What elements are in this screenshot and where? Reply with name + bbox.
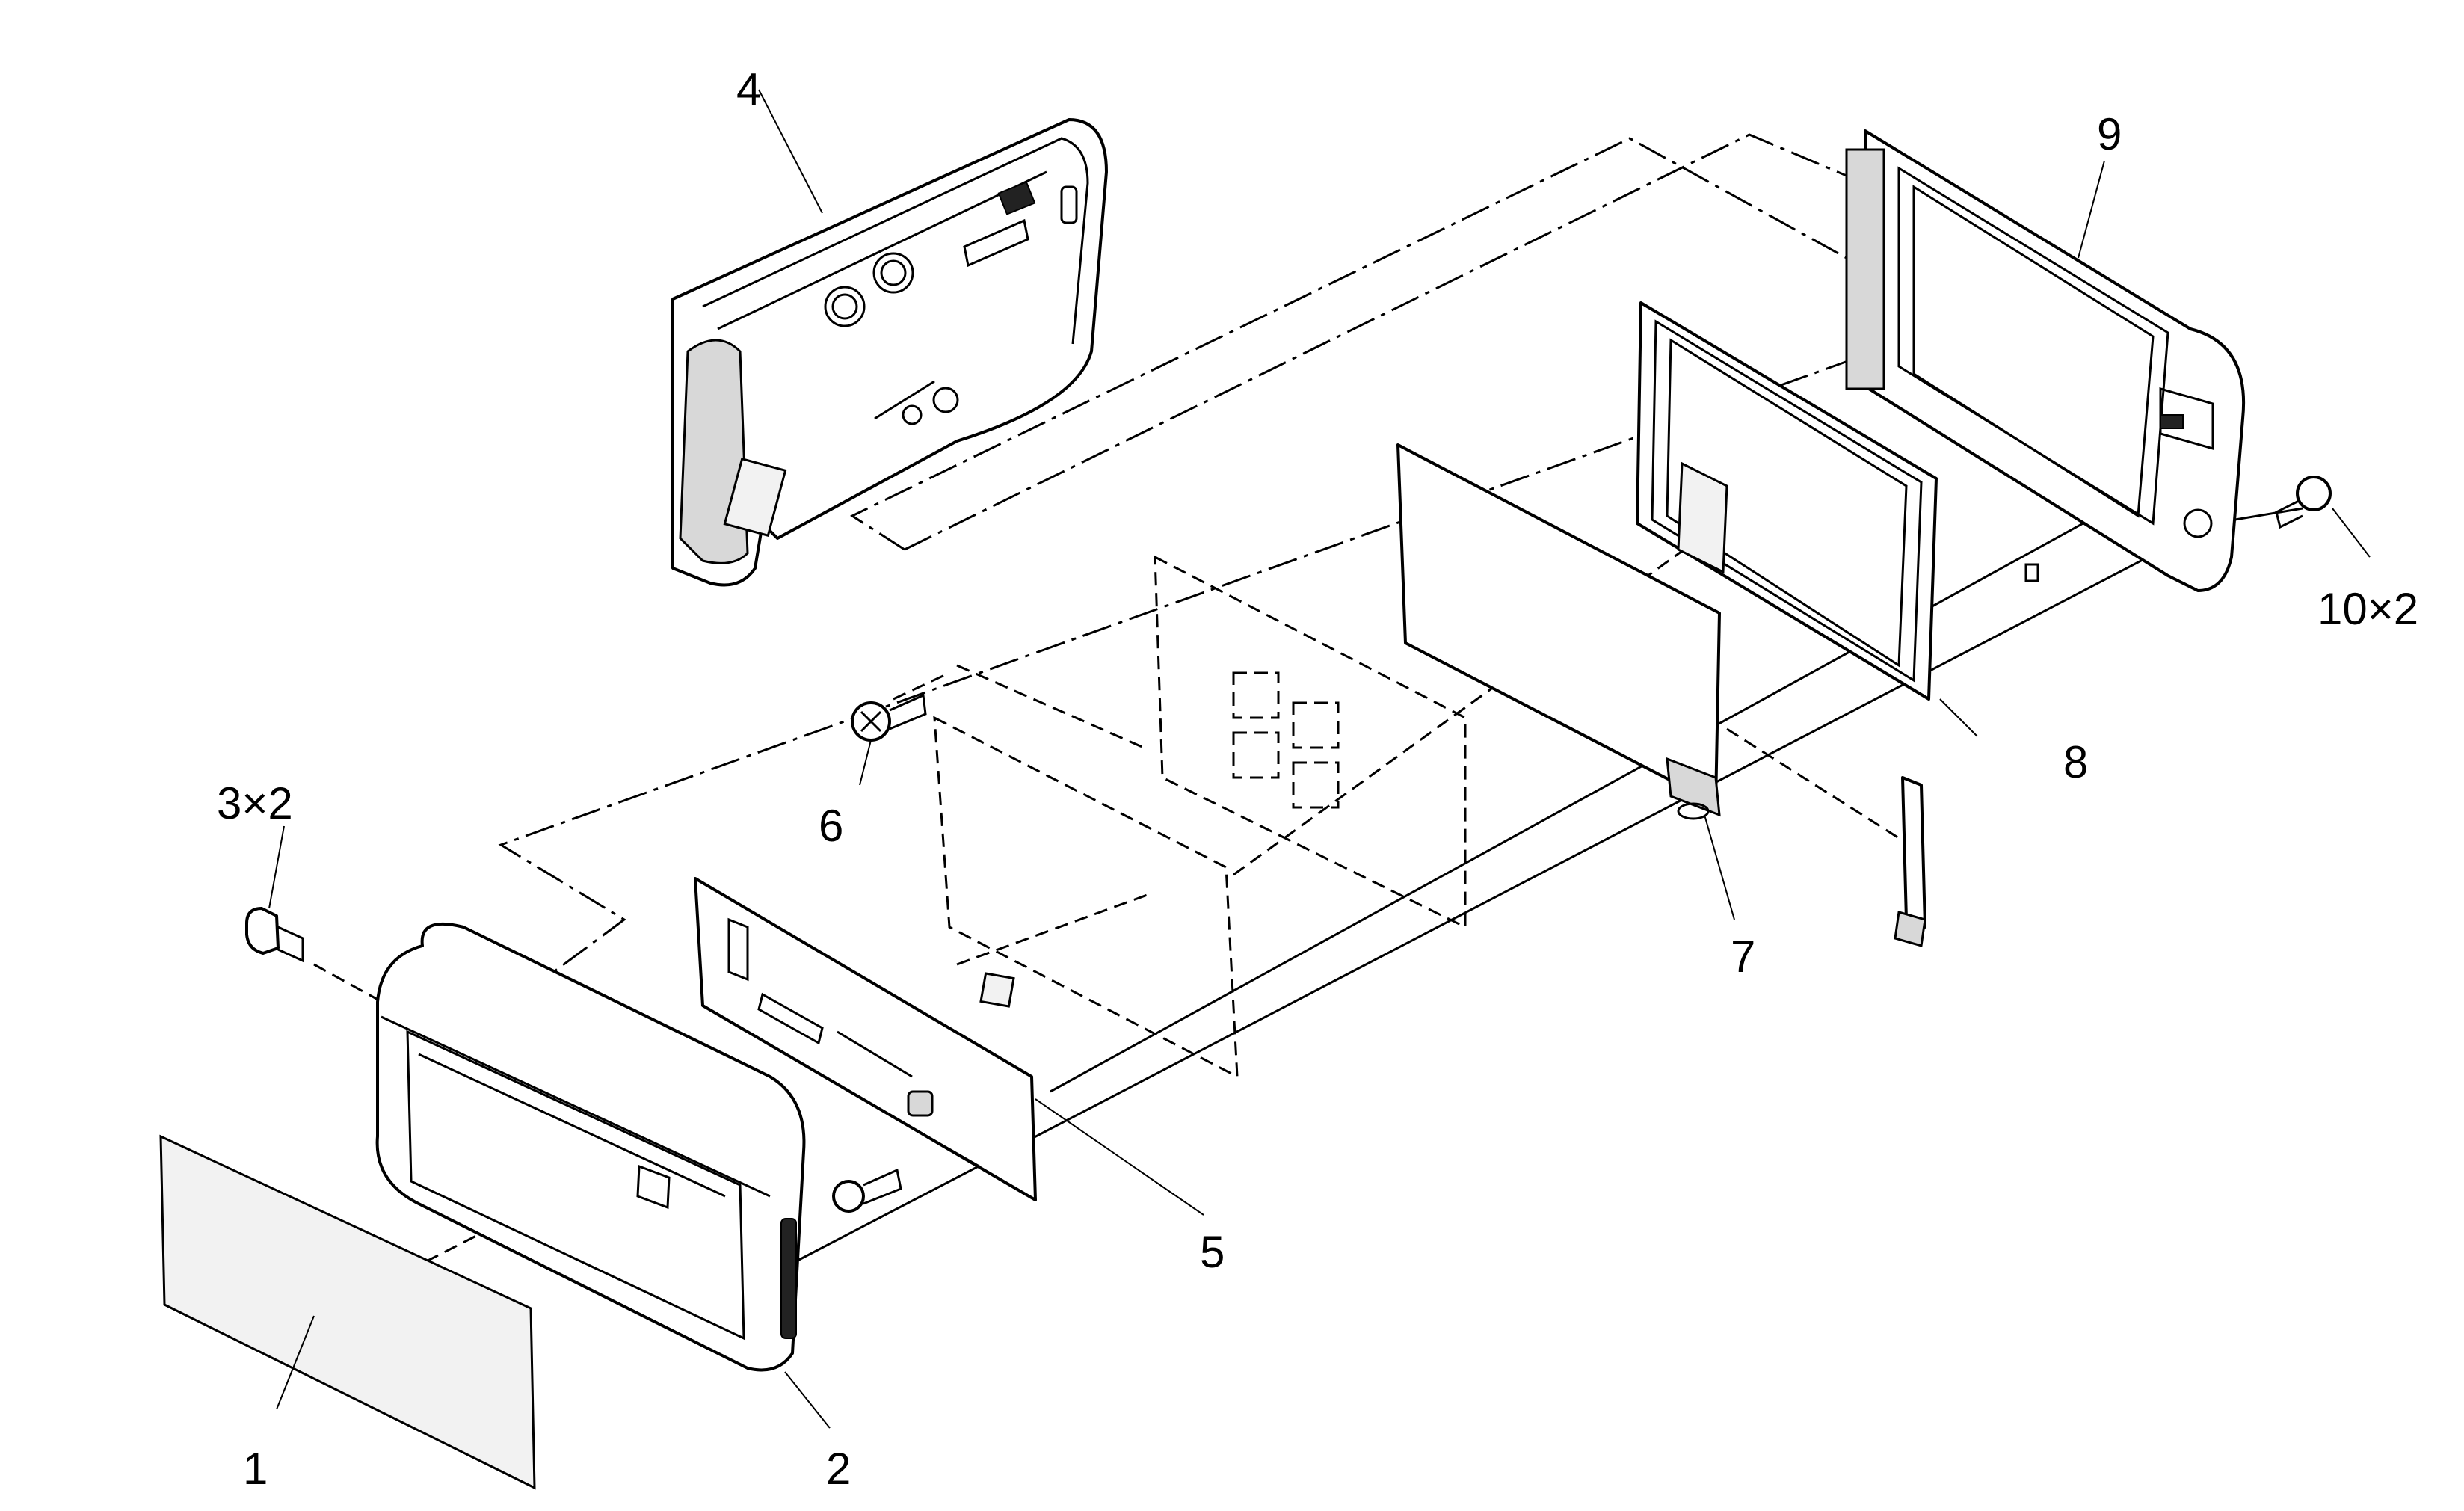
alignment-line-dashed-4 (956, 664, 1145, 749)
flex-frame-part (694, 877, 1037, 1201)
label-part-3: 3×2 (217, 778, 293, 828)
label-part-7: 7 (1731, 932, 1755, 982)
part-labels: 1 2 3×2 4 5 6 7 8 9 10×2 (217, 64, 2418, 1494)
alignment-line-lens (407, 1180, 584, 1272)
protective-film-part (159, 1134, 536, 1490)
screw-6-part (851, 693, 927, 742)
label-part-2: 2 (826, 1444, 851, 1494)
alignment-line-mid (498, 357, 1855, 996)
rear-housing-part (671, 118, 1108, 587)
label-part-6: 6 (819, 801, 843, 851)
metal-bracket-part (1154, 555, 1467, 929)
alignment-line-top-2 (849, 137, 1847, 551)
label-part-5: 5 (1200, 1227, 1225, 1277)
front-bezel-part (375, 922, 806, 1372)
alignment-line-pcb (1050, 455, 2206, 1093)
label-part-1: 1 (243, 1444, 268, 1494)
alignment-line-screw3 (313, 963, 389, 1007)
label-part-9: 9 (2097, 109, 2122, 159)
alignment-line-screw6 (893, 671, 950, 701)
label-part-8: 8 (2063, 737, 2088, 787)
flex-cable-part (1894, 776, 1926, 947)
label-part-4: 4 (736, 64, 761, 114)
screw-3-part (245, 907, 304, 963)
alignment-line-dashed-3 (1726, 727, 1922, 854)
pcb-sheet-part (933, 716, 1239, 1079)
label-part-10: 10×2 (2317, 584, 2418, 634)
alignment-line-top (904, 133, 1847, 551)
screw-lower-part (832, 1168, 902, 1213)
alignment-line-dashed-1 (956, 892, 1152, 966)
leader-lines (268, 89, 2371, 1429)
lcd-panel-part (1636, 301, 1938, 701)
lcd-frame-part (1845, 129, 2246, 592)
screw-10-part (2275, 476, 2332, 529)
backlight-sheet-part (1396, 443, 1721, 820)
